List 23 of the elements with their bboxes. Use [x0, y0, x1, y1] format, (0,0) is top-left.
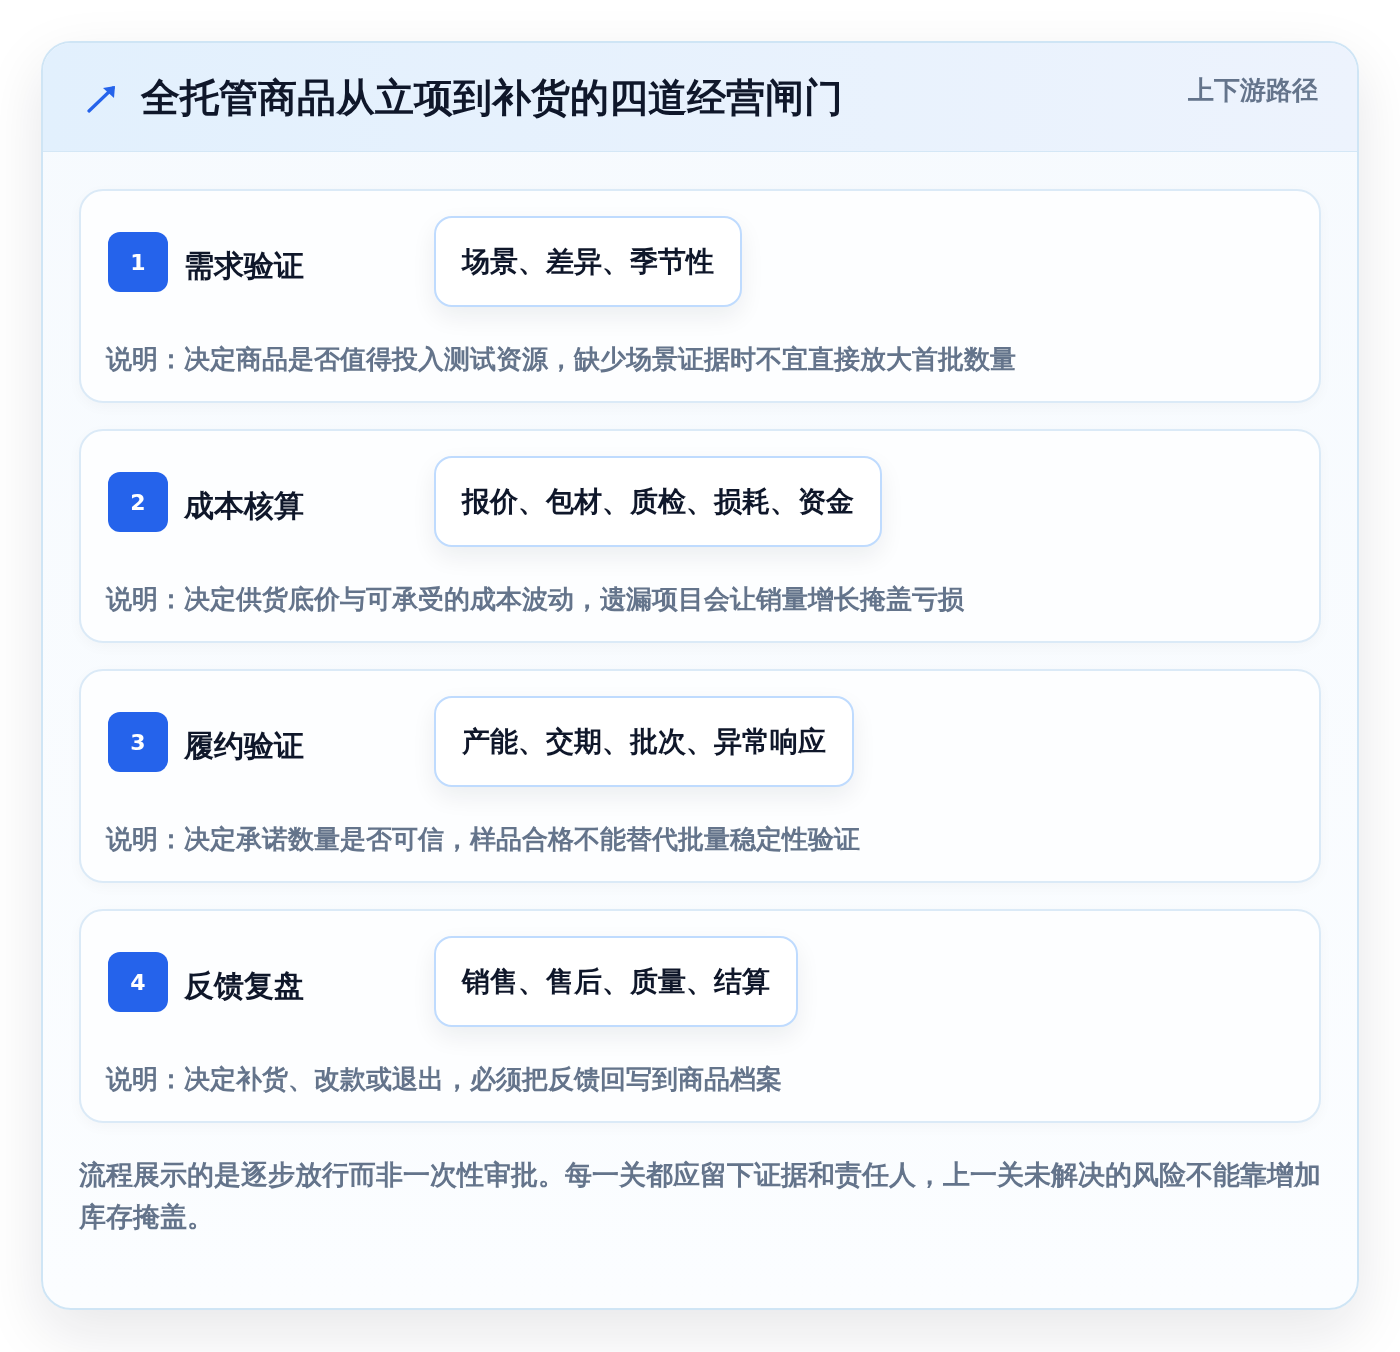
footnote: 流程展示的是逐步放行而非一次性审批。每一关都应留下证据和责任人，上一关未解决的风险不能靠增加库存掩盖。 — [79, 1158, 1321, 1234]
step-heading: 需求验证 — [184, 247, 304, 285]
step-card — [79, 189, 1321, 403]
number-badge: 4 — [108, 952, 168, 1012]
step-card — [79, 429, 1321, 643]
number-badge: 1 — [108, 232, 168, 292]
step-description: 说明：决定补货、改款或退出，必须把反馈回写到商品档案 — [106, 1063, 782, 1096]
keyword-tag: 产能、交期、批次、异常响应 — [434, 696, 854, 787]
step-card — [79, 669, 1321, 883]
header-note: 上下游路径 — [1188, 74, 1318, 107]
step-heading: 履约验证 — [184, 727, 304, 765]
step-description: 说明：决定商品是否值得投入测试资源，缺少场景证据时不宜直接放大首批数量 — [106, 343, 1016, 376]
number-badge: 2 — [108, 472, 168, 532]
step-card — [79, 909, 1321, 1123]
title: 全托管商品从立项到补货的四道经营闸门 — [141, 74, 843, 122]
step-heading: 成本核算 — [184, 487, 304, 525]
step-heading: 反馈复盘 — [184, 967, 304, 1005]
step-description: 说明：决定承诺数量是否可信，样品合格不能替代批量稳定性验证 — [106, 823, 860, 856]
number-badge: 3 — [108, 712, 168, 772]
keyword-tag: 销售、售后、质量、结算 — [434, 936, 798, 1027]
keyword-tag: 场景、差异、季节性 — [434, 216, 742, 307]
keyword-tag: 报价、包材、质检、损耗、资金 — [434, 456, 882, 547]
step-description: 说明：决定供货底价与可承受的成本波动，遗漏项目会让销量增长掩盖亏损 — [106, 583, 964, 616]
